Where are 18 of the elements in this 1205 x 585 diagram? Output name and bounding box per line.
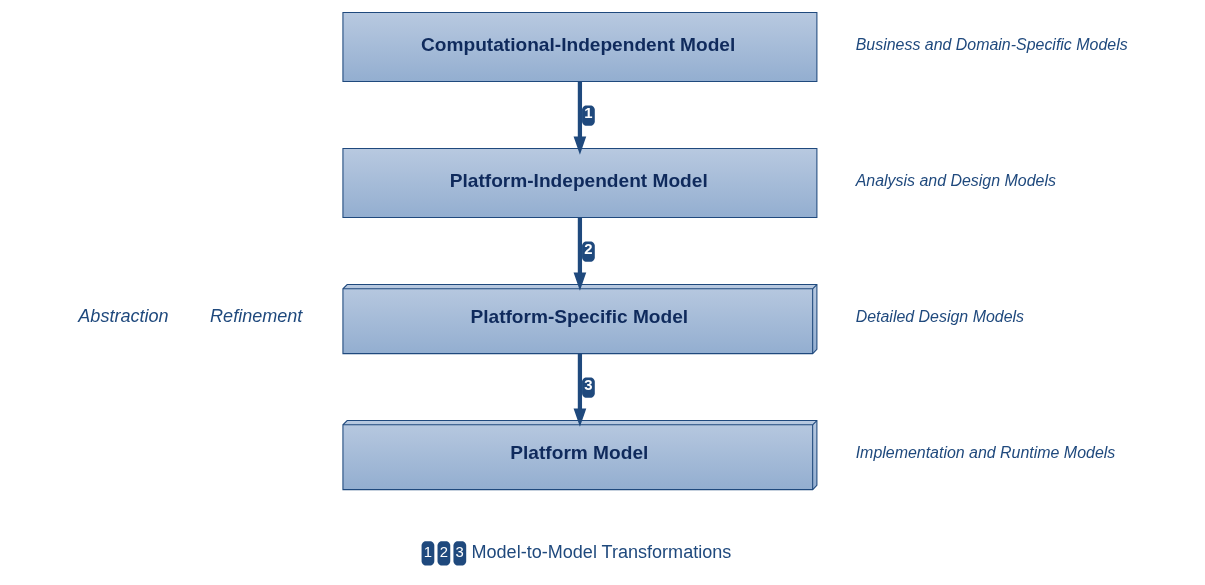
node-label: Business and Domain-Specific Models <box>855 35 1128 53</box>
edge-label: 1 <box>584 105 593 122</box>
label: 2 <box>439 544 448 561</box>
node-label: Analysis and Design Models <box>855 171 1056 189</box>
edge-label: 2 <box>584 241 593 258</box>
label: Model-to-Model Transformations <box>471 541 732 562</box>
edge-label: 3 <box>584 377 593 394</box>
node-label: Detailed Design Models <box>855 307 1025 325</box>
node-box: Computational-Independent Model <box>342 11 818 83</box>
arrow <box>573 353 587 427</box>
node-box: Platform-Independent Model <box>342 147 818 219</box>
label: Refinement <box>210 306 303 327</box>
label: 1 <box>423 544 432 561</box>
label: Abstraction <box>78 306 169 327</box>
arrow <box>573 81 587 155</box>
arrow <box>573 217 587 291</box>
node-label: Implementation and Runtime Models <box>855 443 1116 461</box>
label: 3 <box>455 544 464 561</box>
